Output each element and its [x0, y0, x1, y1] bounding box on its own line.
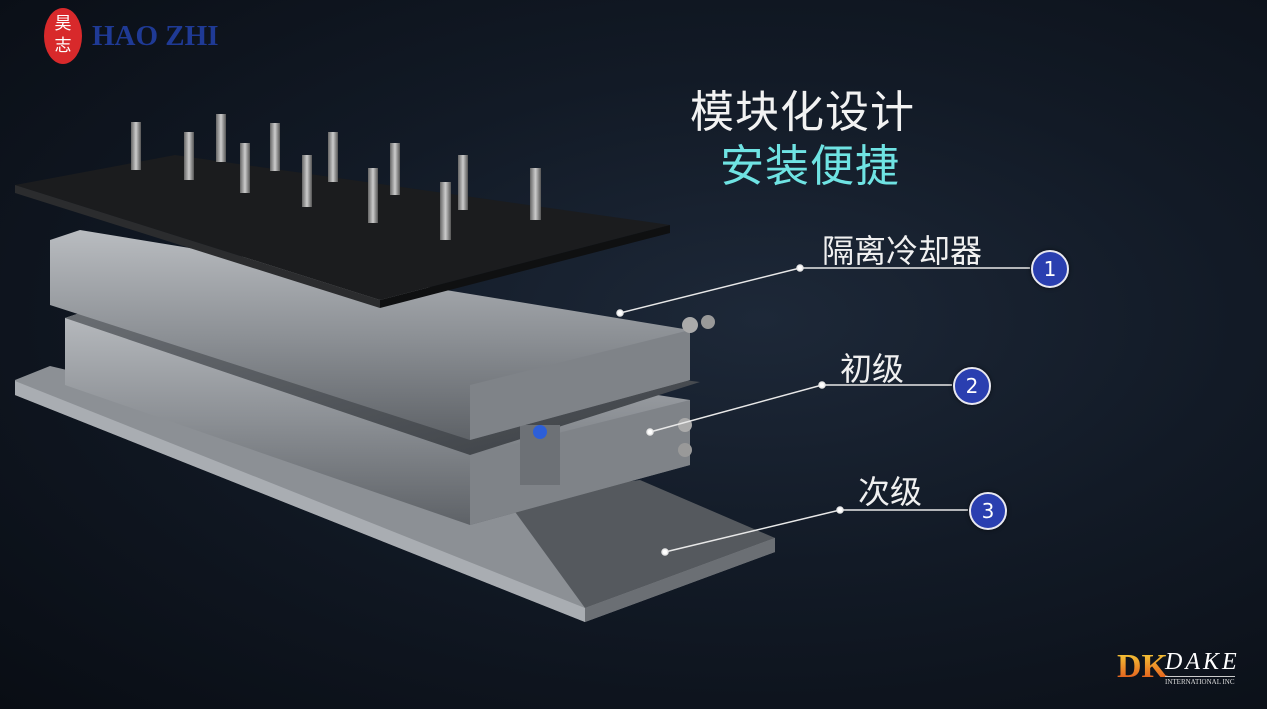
dake-logo-subtitle: INTERNATIONAL INC [1165, 676, 1235, 686]
headline-line-2: 安装便捷 [720, 141, 900, 192]
callout-label-primary: 初级 [840, 350, 905, 388]
callout-label-cooler: 隔离冷却器 [822, 232, 983, 270]
dake-logo-mark: DK [1117, 648, 1168, 685]
haozhi-logo-text: HAO ZHI [92, 20, 219, 52]
dake-logo-name: DAKE [1165, 649, 1240, 675]
bolts [131, 114, 541, 240]
haozhi-seal-logo: 昊志 [44, 8, 82, 64]
callout-badge-3: 3 [969, 492, 1007, 530]
callout-lines [616, 264, 1030, 556]
callout-label-secondary: 次级 [858, 473, 923, 511]
headline-line-1: 模块化设计 [690, 87, 915, 138]
callout-badge-1: 1 [1031, 250, 1069, 288]
callout-badge-2: 2 [953, 367, 991, 405]
mounting-plate [15, 155, 670, 308]
